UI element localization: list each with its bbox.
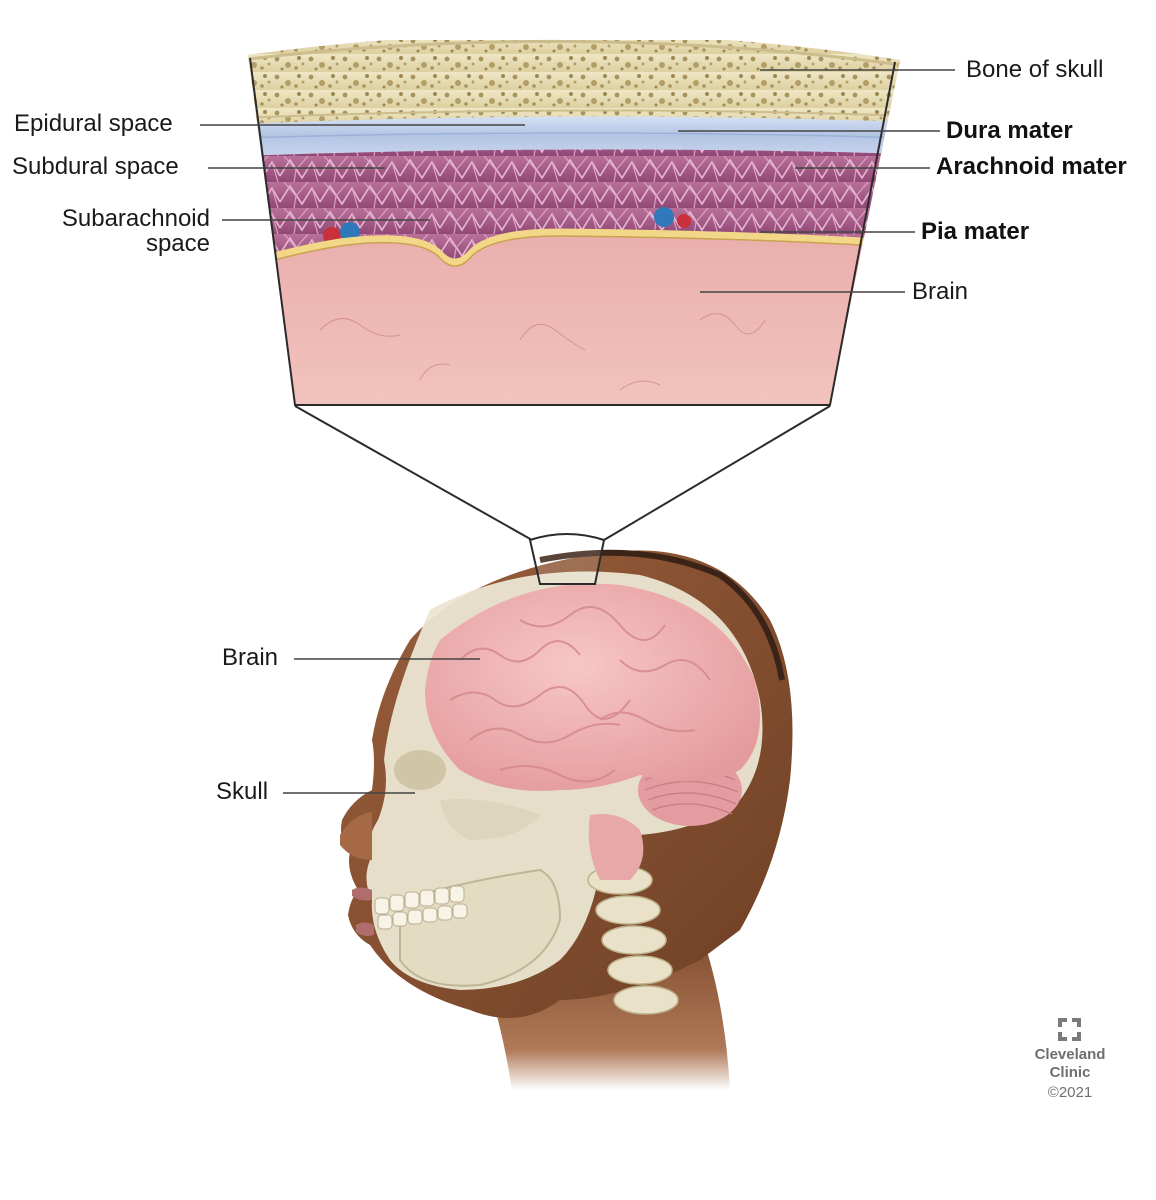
label-dura-mater: Dura mater <box>946 117 1073 144</box>
brand-name-line1: Cleveland <box>1034 1046 1106 1063</box>
pia-mater-layer <box>248 228 900 270</box>
label-bone-of-skull: Bone of skull <box>966 56 1104 83</box>
cerebrum <box>425 583 760 791</box>
label-pia-mater: Pia mater <box>921 218 1030 245</box>
artery <box>677 214 691 228</box>
meninges-cross-section <box>248 39 900 406</box>
zoom-line-left <box>294 405 533 541</box>
cleveland-clinic-branding: Cleveland Clinic ©2021 <box>1010 1046 1130 1103</box>
zoom-line-right <box>603 405 831 541</box>
label-skull: Skull <box>216 778 269 805</box>
label-subarachnoid-space-line2: space <box>145 230 210 257</box>
label-subarachnoid-space-line1: Subarachnoid <box>61 205 210 232</box>
leader-lines <box>200 69 955 794</box>
bone-layer <box>248 40 900 124</box>
brain-stem <box>588 814 644 880</box>
eye-socket <box>394 750 446 790</box>
label-head-brain: Brain <box>222 644 279 671</box>
brain-gyri <box>449 606 711 783</box>
cervical-spine <box>587 865 679 1015</box>
label-epidural-space: Epidural space <box>14 110 173 137</box>
teeth <box>374 885 468 930</box>
brand-name-line2: Clinic <box>1049 1064 1091 1081</box>
vein <box>654 207 674 227</box>
cleveland-clinic-logo-icon <box>1058 1018 1081 1041</box>
label-subdural-space: Subdural space <box>12 153 179 180</box>
brand-copyright-year: ©2021 <box>1047 1084 1093 1101</box>
inset-frame <box>249 57 896 406</box>
label-inset-brain: Brain <box>912 278 969 305</box>
label-arachnoid-mater: Arachnoid mater <box>936 153 1127 180</box>
zoom-box <box>528 533 606 585</box>
head-illustration <box>340 533 793 1090</box>
